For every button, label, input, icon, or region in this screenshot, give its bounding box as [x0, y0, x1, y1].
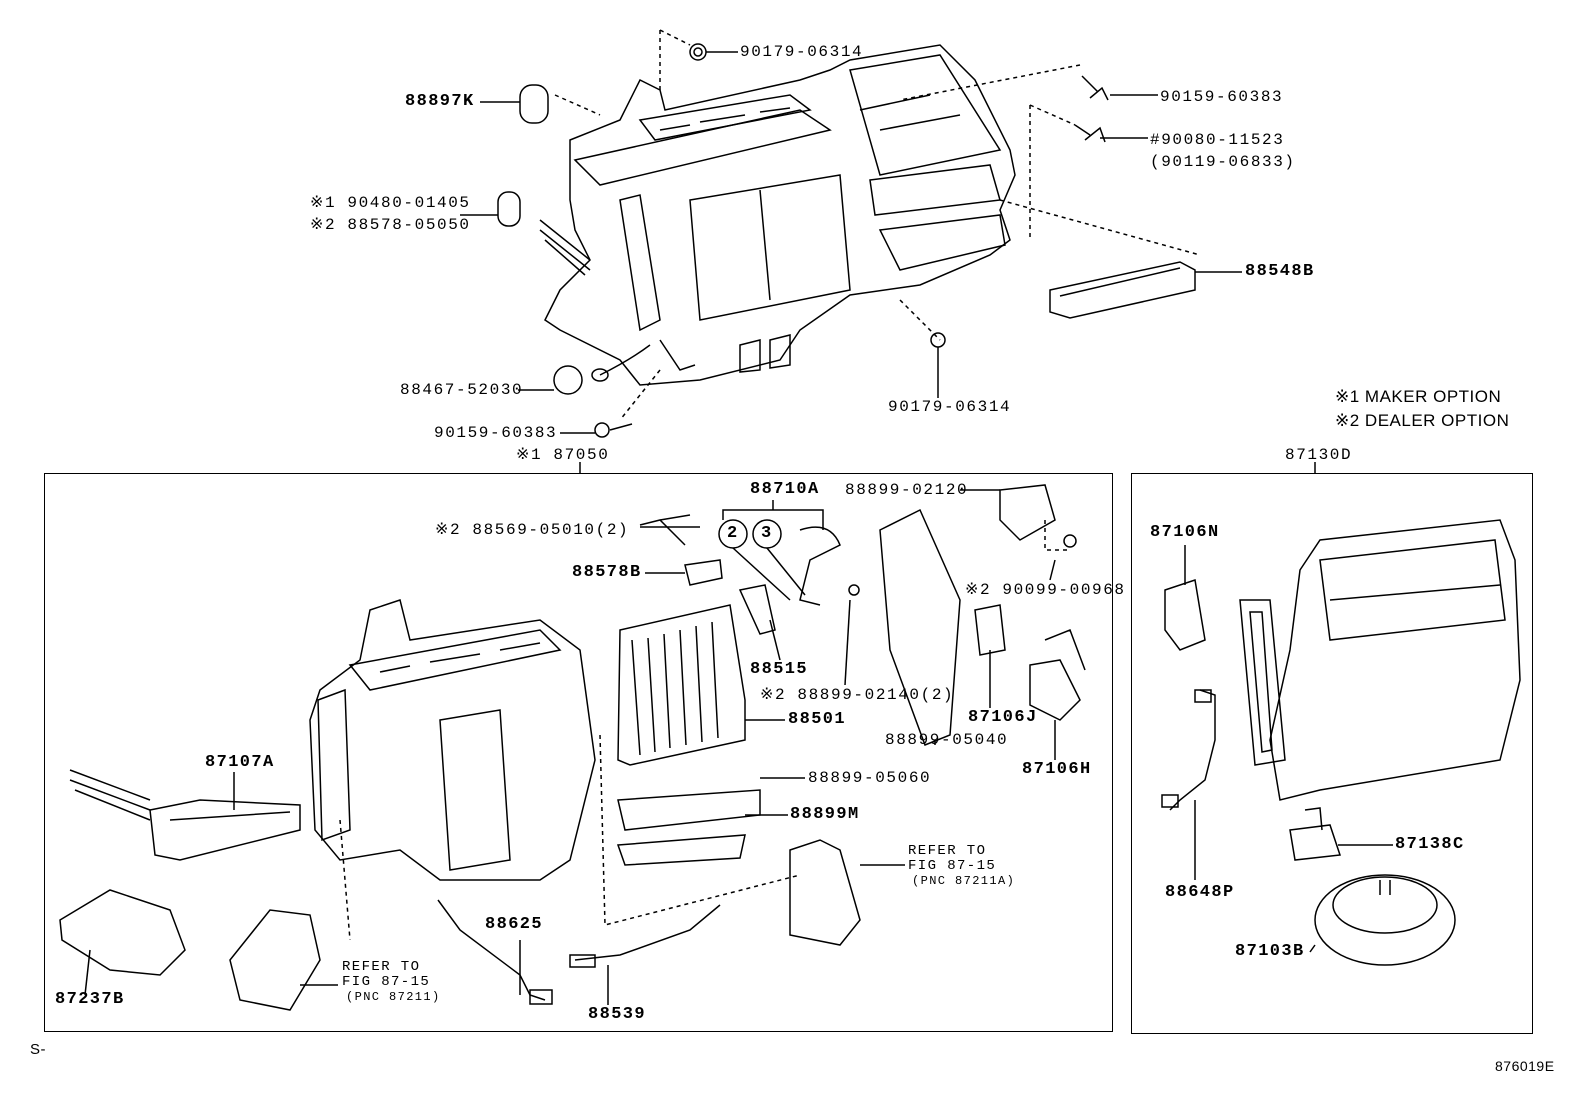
part-label-88897k: 88897K	[405, 92, 475, 111]
legend-dealer-option: ※2 DEALER OPTION	[1335, 411, 1510, 430]
part-label-88467-52030: 88467-52030	[400, 381, 524, 399]
part-label-87106j: 87106J	[968, 708, 1038, 727]
refer-left-line-3: (PNC 87211)	[346, 990, 441, 1004]
part-label-88899-05040: 88899-05040	[885, 731, 1009, 749]
part-label-88578-05050: ※2 88578-05050	[310, 216, 471, 234]
part-label-87103b: 87103B	[1235, 942, 1305, 961]
refer-right-line-2: FIG 87-15	[908, 858, 997, 874]
leader-lines-box	[84, 489, 1056, 1005]
part-label-87138c: 87138C	[1395, 835, 1465, 854]
refer-left-line-2: FIG 87-15	[342, 974, 431, 990]
leader-lines-top	[460, 51, 1316, 473]
part-label-87237b: 87237B	[55, 990, 125, 1009]
part-label-90480-01405: ※1 90480-01405	[310, 194, 471, 212]
part-label-87107a: 87107A	[205, 753, 275, 772]
part-label-87106h: 87106H	[1022, 760, 1092, 779]
part-label-90179-06314-top: 90179-06314	[740, 43, 864, 61]
unit-box-title: ※1 87050	[516, 446, 610, 464]
part-label-90099-00968: ※2 90099-00968	[965, 581, 1126, 599]
page-marker: S-	[30, 1041, 46, 1058]
part-label-88569-05010: ※2 88569-05010(2)	[435, 521, 630, 539]
unit-parts-box	[44, 473, 1113, 1032]
part-label-88899-02120: 88899-02120	[845, 481, 969, 499]
part-label-87106n: 87106N	[1150, 523, 1220, 542]
part-label-88578b: 88578B	[572, 563, 642, 582]
part-label-90119-06833: (90119-06833)	[1150, 153, 1296, 171]
blower-box-drawing	[1161, 519, 1521, 966]
figure-id: 876019E	[1495, 1058, 1555, 1074]
part-label-88899-05060: 88899-05060	[808, 769, 932, 787]
refer-right-line-1: REFER TO	[908, 843, 987, 859]
callout-3: 3	[761, 524, 773, 543]
part-label-90159-60383-right: 90159-60383	[1160, 88, 1284, 106]
legend-maker-option: ※1 MAKER OPTION	[1335, 387, 1502, 406]
part-label-88710a: 88710A	[750, 480, 820, 499]
part-label-88539: 88539	[588, 1005, 647, 1024]
part-label-88899-02140: ※2 88899-02140(2)	[760, 686, 955, 704]
refer-left-line-1: REFER TO	[342, 959, 421, 975]
callout-2: 2	[727, 524, 739, 543]
part-label-90159-60383-bottom: 90159-60383	[434, 424, 558, 442]
part-label-88648p: 88648P	[1165, 883, 1235, 902]
leader-dashes-box	[339, 520, 1070, 941]
part-label-88899m: 88899M	[790, 805, 860, 824]
part-label-88501: 88501	[788, 710, 847, 729]
part-label-88625: 88625	[485, 915, 544, 934]
part-label-90080-11523: #90080-11523	[1150, 131, 1285, 149]
part-label-88515: 88515	[750, 660, 809, 679]
part-label-88548b: 88548B	[1245, 262, 1315, 281]
blower-box-title: 87130D	[1285, 446, 1353, 464]
leader-lines-blower	[1184, 545, 1393, 953]
part-label-90179-06314-bottom: 90179-06314	[888, 398, 1012, 416]
blower-parts-box	[1131, 473, 1533, 1034]
leader-dashes-top	[554, 29, 1201, 421]
hvac-unit-top-drawing	[539, 44, 1196, 386]
refer-right-line-3: (PNC 87211A)	[912, 874, 1016, 888]
small-parts-top	[497, 43, 1109, 438]
